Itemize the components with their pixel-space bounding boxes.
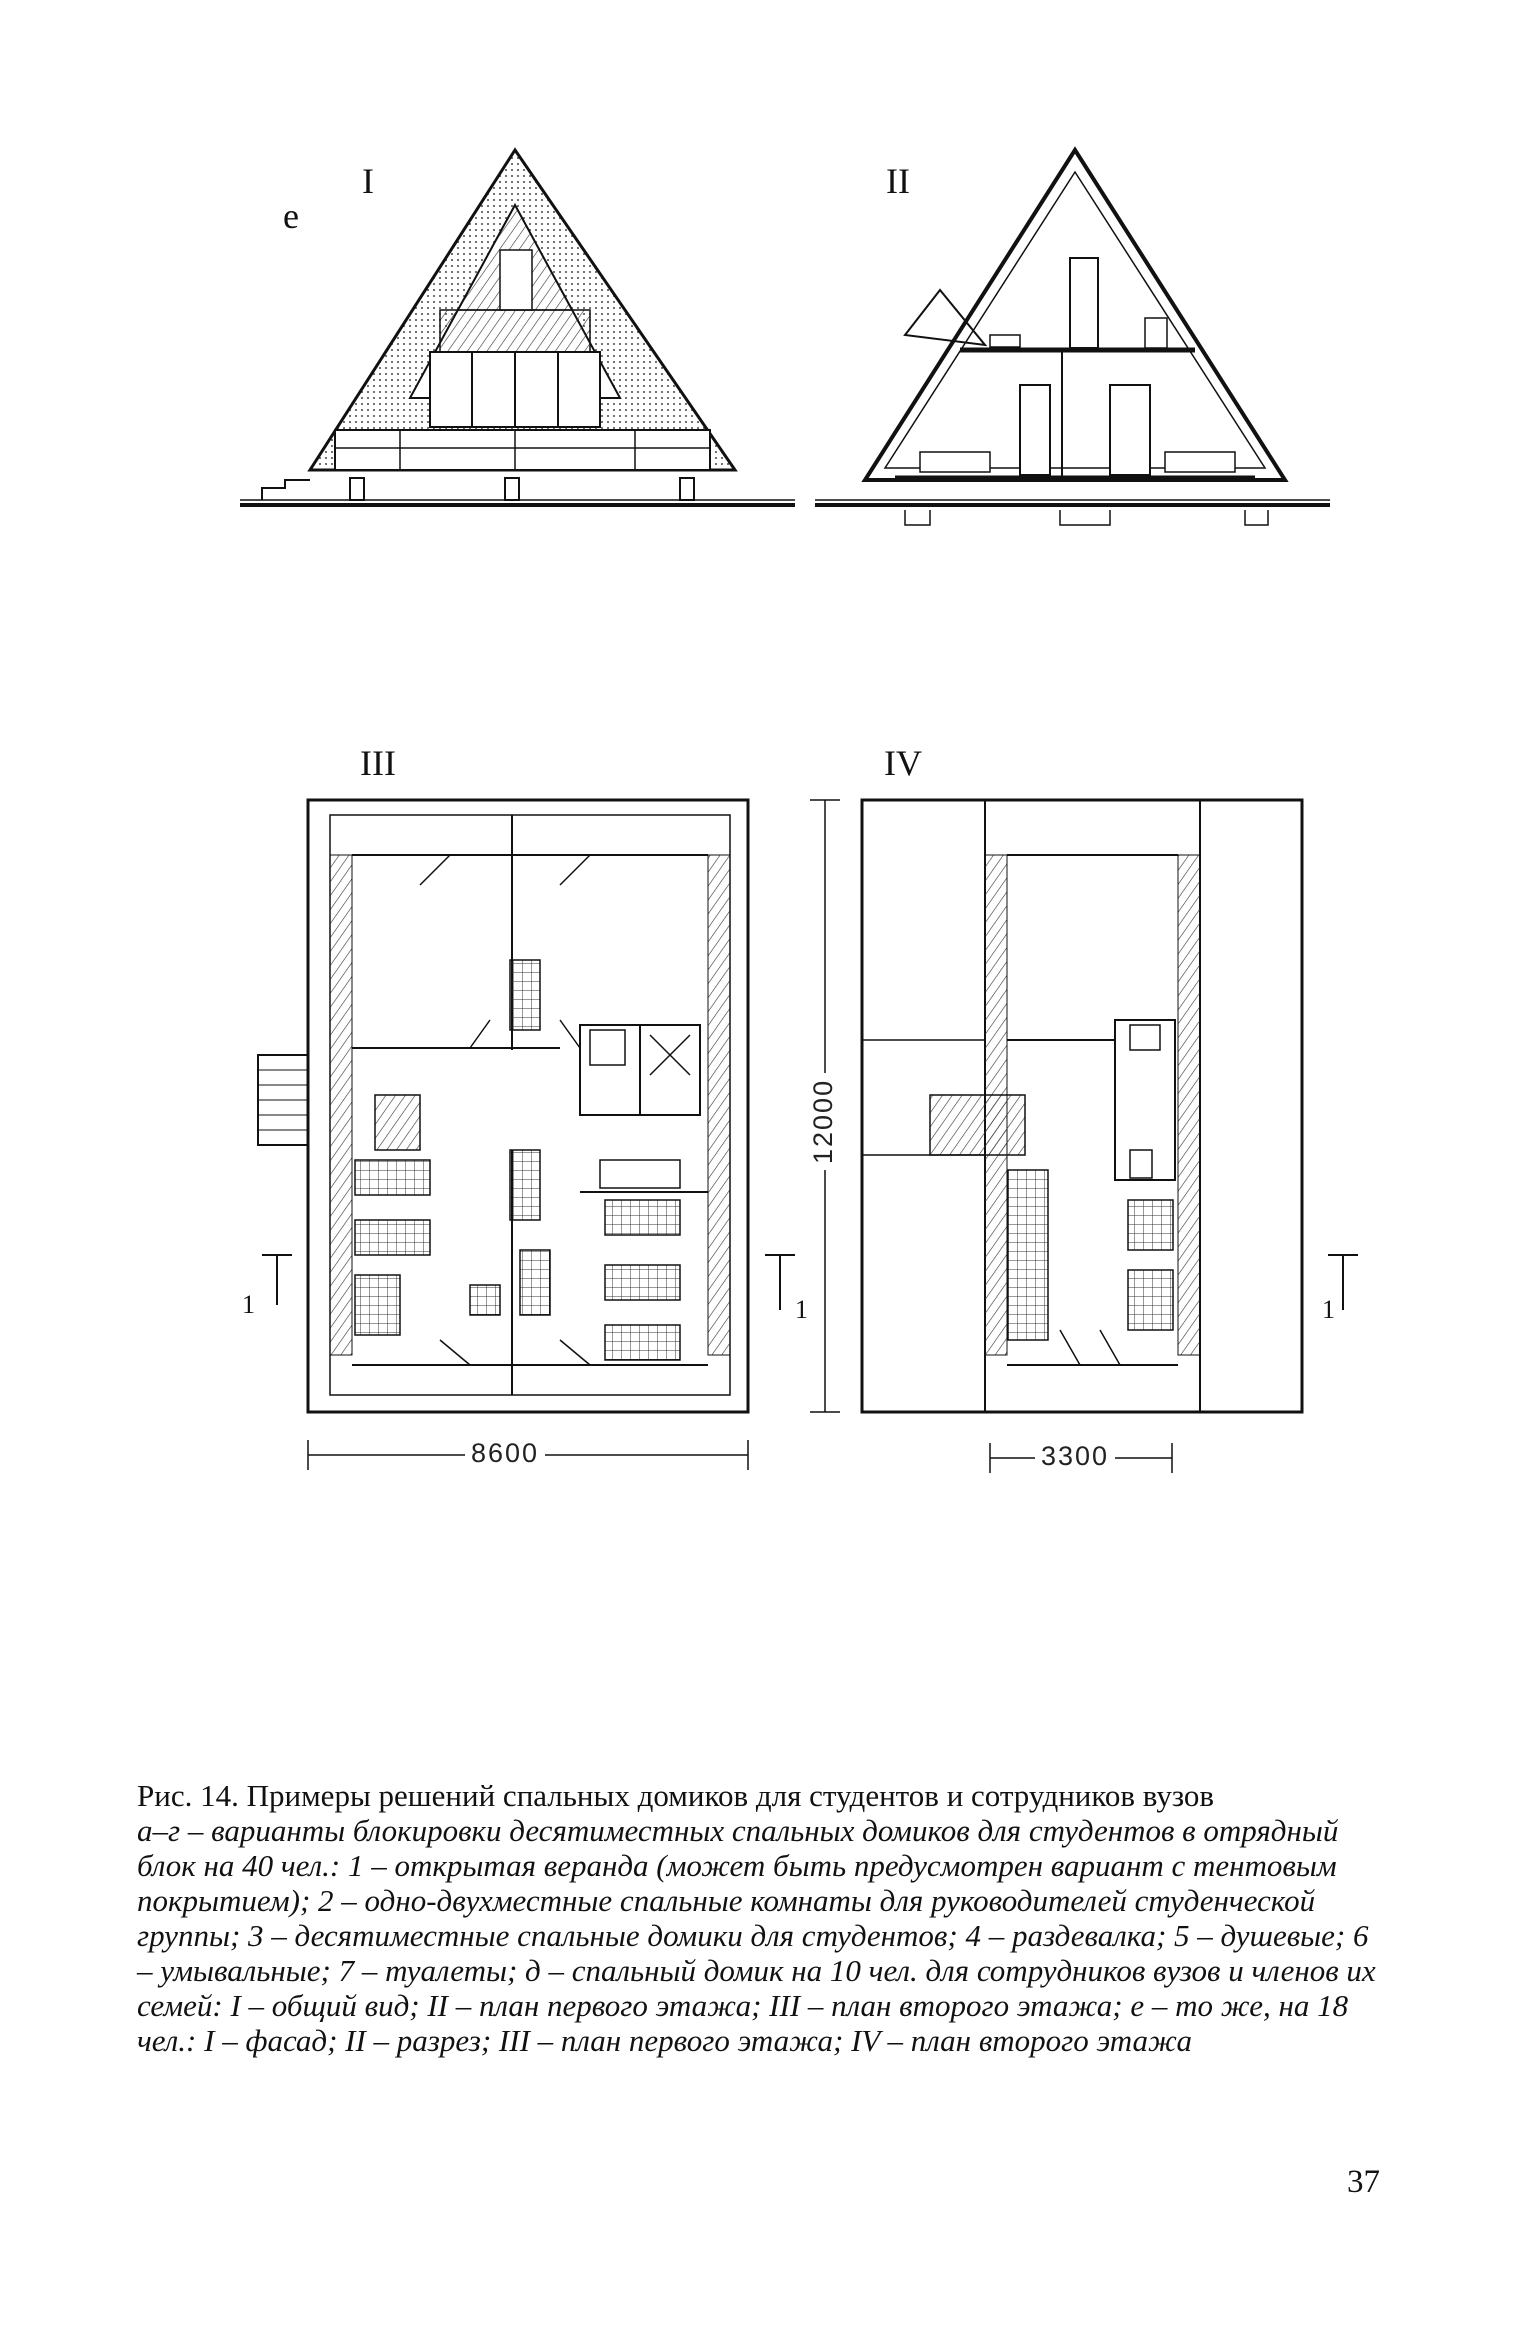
dimension-height: 12000: [808, 1072, 839, 1170]
dimension-width-iii: 8600: [465, 1438, 546, 1469]
plan-iv-drawing: [765, 798, 1358, 1473]
section-marker-left: 1: [242, 1290, 255, 1319]
section-marker-middle: 1: [795, 1295, 808, 1324]
facade-drawing: [240, 147, 795, 507]
caption-title: Рис. 14. Примеры решений спальных домико…: [137, 1778, 1215, 1813]
marker-e: е: [283, 196, 299, 236]
label-i: I: [362, 161, 374, 201]
dimension-width-iv: 3300: [1035, 1441, 1116, 1472]
label-iv: IV: [884, 743, 922, 783]
figure-caption: Рис. 14. Примеры решений спальных домико…: [137, 1778, 1387, 2058]
plan-iii-drawing: [257, 798, 750, 1470]
caption-body: а–г – варианты блокировки десятиместных …: [137, 1813, 1376, 2058]
section-marker-right: 1: [1322, 1295, 1335, 1324]
label-ii: II: [886, 161, 910, 201]
label-iii: III: [360, 743, 396, 783]
section-drawing: [815, 146, 1330, 526]
page-number: 37: [1347, 2164, 1380, 2200]
